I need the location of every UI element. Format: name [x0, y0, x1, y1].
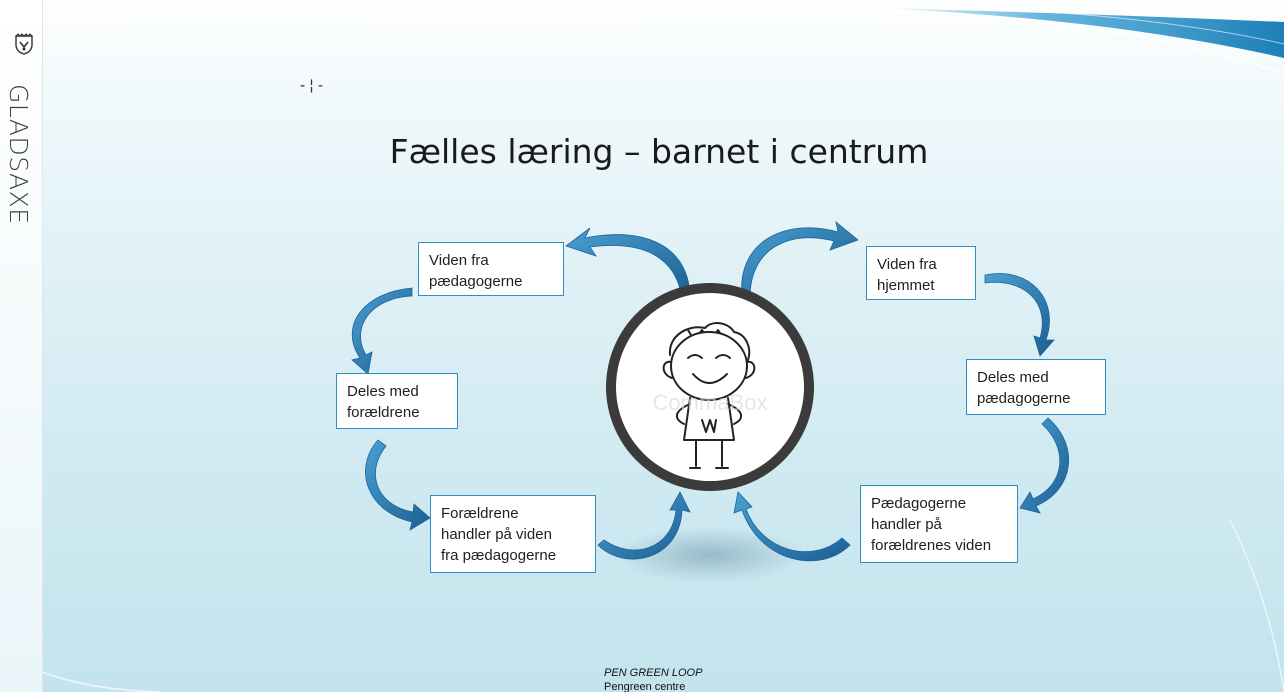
- credits: PEN GREEN LOOP Pengreen centre: [604, 666, 702, 692]
- corner-swoosh: [880, 8, 1284, 58]
- arrow-deles-paedagoger-to-paedagoger-handler: [1019, 417, 1070, 514]
- arrow-deles-to-foraeldre-handler: [365, 439, 431, 531]
- corner-swoosh-line: [959, 13, 1284, 75]
- credit-line-1: PEN GREEN LOOP: [604, 667, 703, 679]
- corner-swoosh-line-2: [1019, 9, 1284, 45]
- arrow-foraeldre-handler-to-circle: [597, 491, 691, 560]
- arrow-hjemmet-to-deles-paedagoger: [984, 273, 1055, 357]
- child-illustration: [662, 322, 756, 469]
- arrow-circle-to-viden-hjemmet: [741, 220, 859, 299]
- box-deles-med-paedagogerne: Deles med pædagogerne: [966, 359, 1106, 415]
- arrow-viden-to-deles-foraeldre: [351, 287, 413, 375]
- crosshair-cursor-icon: -¦-: [298, 76, 326, 94]
- municipality-crest-icon: [15, 33, 33, 55]
- slide-title: Fælles læring – barnet i centrum: [389, 132, 929, 171]
- brand-name: GLADSAXE: [4, 84, 33, 225]
- box-deles-med-foraeldrene: Deles med forældrene: [336, 373, 458, 429]
- sidebar: GLADSAXE: [0, 0, 43, 692]
- box-viden-fra-hjemmet: Viden fra hjemmet: [866, 246, 976, 300]
- arrow-paedagoger-handler-to-circle: [733, 491, 851, 562]
- credit-line-2: Pengreen centre: [604, 681, 686, 692]
- center-watermark: CommaBox: [653, 390, 768, 415]
- box-viden-fra-paedagogerne: Viden fra pædagogerne: [418, 242, 564, 296]
- arrow-circle-to-viden-paedagoger: [565, 227, 691, 299]
- box-paedagogerne-handler: Pædagogerne handler på forældrenes viden: [860, 485, 1018, 563]
- box-foraeldrene-handler: Forældrene handler på viden fra pædagoge…: [430, 495, 596, 573]
